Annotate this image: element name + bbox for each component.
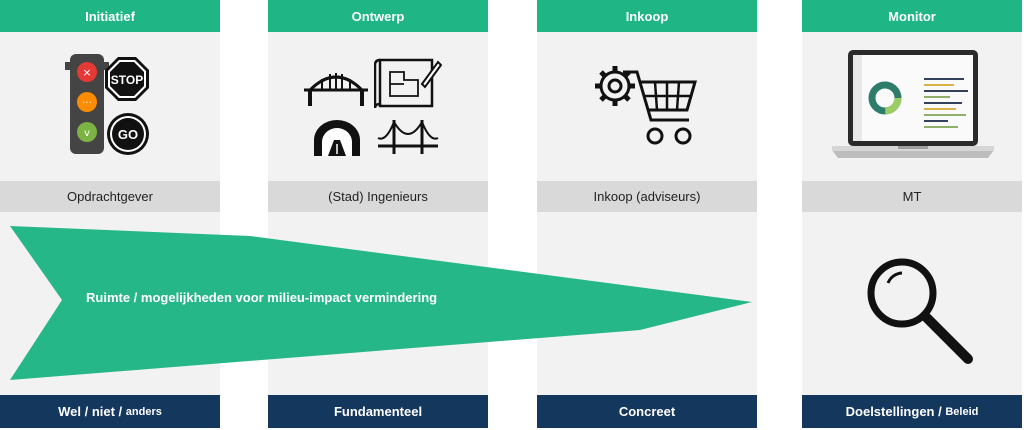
column-footer: Wel / niet / anders — [0, 395, 220, 428]
column-title: Ontwerp — [268, 0, 488, 32]
svg-text:···: ··· — [82, 98, 92, 109]
column-ontwerp: Ontwerp (Stad) Ingenieurs Fundamenteel — [268, 0, 488, 428]
footer-small: Beleid — [945, 405, 979, 418]
tunnel-icon — [314, 120, 360, 156]
shopping-cart-icon — [595, 66, 697, 145]
column-footer: Concreet — [537, 395, 757, 428]
column-title: Initiatief — [0, 0, 220, 32]
column-footer: Fundamenteel — [268, 395, 488, 428]
footer-main: Fundamenteel — [333, 404, 423, 419]
arch-bridge-icon — [304, 73, 368, 106]
column-title: Inkoop — [537, 0, 757, 32]
laptop-dashboard-icon — [832, 50, 994, 158]
column-monitor: Monitor MT Doelstellingen / Beleid — [802, 0, 1022, 428]
gear-icon — [595, 66, 635, 106]
svg-text:v: v — [84, 128, 90, 139]
column-title: Monitor — [802, 0, 1022, 32]
svg-text:GO: GO — [118, 127, 138, 142]
column-footer: Doelstellingen / Beleid — [802, 395, 1022, 428]
column-role: (Stad) Ingenieurs — [268, 181, 488, 212]
stop-sign-icon: STOP — [105, 57, 149, 101]
traffic-light-icon: × ··· v — [65, 54, 109, 154]
suspension-bridge-icon — [377, 119, 439, 154]
go-sign-icon: GO — [107, 113, 149, 155]
footer-main: Doelstellingen / — [845, 404, 946, 419]
footer-small: anders — [125, 405, 162, 418]
column-role: MT — [802, 181, 1022, 212]
column-role: Opdrachtgever — [0, 181, 220, 212]
footer-main: Concreet — [618, 404, 676, 419]
magnifier-icon — [867, 258, 973, 364]
column-initiatief: Initiatief × ··· v STOP GO Opdrachtgever… — [0, 0, 220, 428]
arrow-label: Ruimte / mogelijkheden voor milieu-impac… — [86, 290, 438, 305]
column-inkoop: Inkoop Inkoop (adviseurs) Concreet — [537, 0, 757, 428]
footer-main: Wel / niet / — [58, 404, 126, 419]
column-role: Inkoop (adviseurs) — [537, 181, 757, 212]
svg-text:×: × — [82, 66, 91, 79]
svg-text:STOP: STOP — [111, 73, 143, 87]
blueprint-icon — [374, 58, 442, 109]
